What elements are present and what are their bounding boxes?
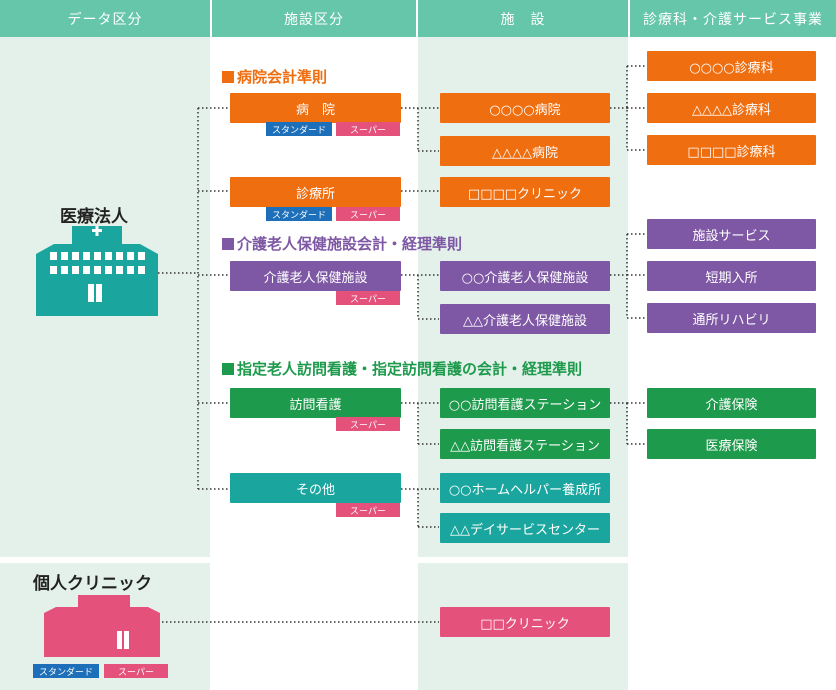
department-3: □□□□診療科	[647, 135, 816, 165]
facility-personal-clinic: □□クリニック	[440, 607, 610, 637]
header-facility: 施 設	[418, 0, 628, 37]
department-2: △△△△診療科	[647, 93, 816, 123]
category-visit-nursing: 訪問看護	[230, 388, 401, 418]
header-services: 診療科・介護サービス事業	[630, 0, 836, 37]
section-visit-nursing-accounting: 指定老人訪問看護・指定訪問看護の会計・経理準則	[222, 358, 582, 379]
super-tag: スーパー	[336, 122, 400, 136]
care-service-2: 短期入所	[647, 261, 816, 291]
insurance-medical: 医療保険	[647, 429, 816, 459]
hospital-building-icon	[36, 226, 158, 316]
facility-visit-2: △△訪問看護ステーション	[440, 429, 610, 459]
super-tag: スーパー	[104, 664, 168, 678]
facility-clinic-1: □□□□クリニック	[440, 177, 610, 207]
medical-corp-label: 医療法人	[60, 207, 128, 227]
standard-tag: スタンダード	[266, 122, 332, 136]
clinic-building-icon	[44, 595, 160, 657]
super-tag: スーパー	[336, 417, 400, 431]
section-care-accounting: 介護老人保健施設会計・経理準則	[222, 233, 462, 254]
super-tag: スーパー	[336, 503, 400, 517]
header-facility-category: 施設区分	[212, 0, 416, 37]
facility-visit-1: ○○訪問看護ステーション	[440, 388, 610, 418]
category-hospital: 病 院	[230, 93, 401, 123]
insurance-care: 介護保険	[647, 388, 816, 418]
super-tag: スーパー	[336, 207, 400, 221]
department-1: ○○○○診療科	[647, 51, 816, 81]
category-clinic: 診療所	[230, 177, 401, 207]
header-data-category: データ区分	[0, 0, 210, 37]
facility-column-bg-top	[418, 37, 628, 557]
section-square-icon	[222, 70, 234, 83]
standard-tag: スタンダード	[266, 207, 332, 221]
category-other: その他	[230, 473, 401, 503]
facility-care-1: ○○介護老人保健施設	[440, 261, 610, 291]
facility-other-2: △△デイサービスセンター	[440, 513, 610, 543]
facility-hospital-1: ○○○○病院	[440, 93, 610, 123]
facility-other-1: ○○ホームヘルパー養成所	[440, 473, 610, 503]
care-service-1: 施設サービス	[647, 219, 816, 249]
facility-hospital-2: △△△△病院	[440, 136, 610, 166]
care-service-3: 通所リハビリ	[647, 303, 816, 333]
standard-tag: スタンダード	[33, 664, 99, 678]
section-hospital-accounting: 病院会計準則	[222, 66, 327, 87]
facility-care-2: △△介護老人保健施設	[440, 304, 610, 334]
section-square-icon	[222, 362, 234, 375]
personal-clinic-label: 個人クリニック	[33, 574, 152, 594]
section-square-icon	[222, 237, 234, 250]
category-care-facility: 介護老人保健施設	[230, 261, 401, 291]
super-tag: スーパー	[336, 291, 400, 305]
